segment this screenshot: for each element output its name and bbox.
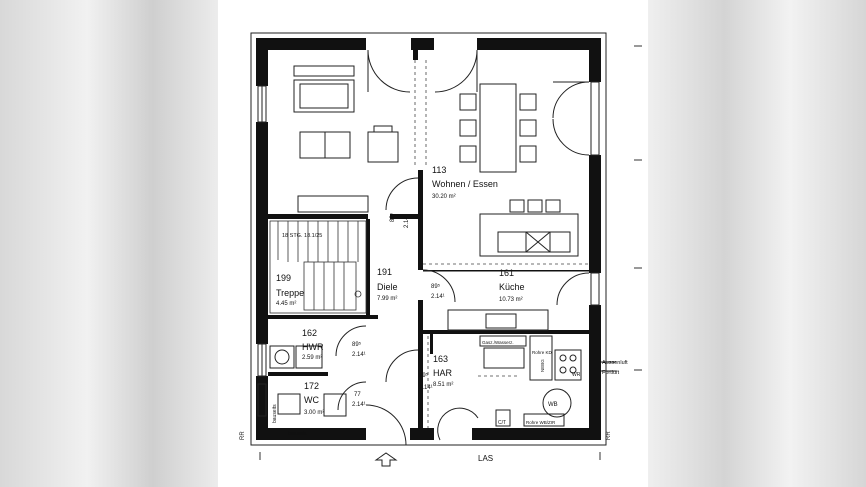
entrance-arrow xyxy=(374,452,398,467)
stairs xyxy=(269,220,367,314)
room-name-wohnen: Wohnen / Essen xyxy=(432,179,498,189)
label-gas-wasser: Gasz./Wasserz. xyxy=(482,340,514,345)
door-swings xyxy=(335,49,590,446)
room-number-diele: 191 xyxy=(377,267,392,277)
kitchen-counter xyxy=(447,199,579,331)
outer-frame xyxy=(250,32,607,446)
room-number-wohnen: 113 xyxy=(432,165,446,175)
room-name-har: HAR xyxy=(433,368,453,378)
door-mark-hwr-b: 2.14¹ xyxy=(352,352,366,358)
fixtures-har xyxy=(479,335,616,427)
room-number-hwr: 162 xyxy=(302,328,317,338)
furniture-living xyxy=(293,65,399,213)
door-mark-hwr-a: 89⁵ xyxy=(352,341,362,348)
door-mark-wc-a: 77 xyxy=(354,392,361,398)
room-area-diele: 7.99 m² xyxy=(377,296,397,302)
exterior-walls xyxy=(256,38,601,440)
door-mark-har-b: 2.14¹ xyxy=(419,385,433,391)
room-name-treppe: Treppe xyxy=(276,288,304,298)
label-nebg: NEBG xyxy=(540,359,545,372)
label-bauseits-horizontal: bauseits xyxy=(288,431,307,437)
furniture-dining xyxy=(459,83,537,173)
door-mark-wc-b: 2.14¹ xyxy=(352,402,366,408)
room-name-hwr: HWR xyxy=(302,342,324,352)
fixtures-hwr-wc xyxy=(269,345,347,417)
drawing-sheet xyxy=(218,0,648,487)
door-mark-har-a: 89⁵ xyxy=(419,372,429,379)
door-mark-diele-a: 89⁵ xyxy=(431,283,441,290)
dashed-openings xyxy=(414,60,589,428)
room-area-wohnen: 30.20 m² xyxy=(432,194,456,200)
label-wr: WR xyxy=(572,372,581,378)
label-rohre-wbr: Rohre WB/ZIR xyxy=(526,420,556,425)
edge-mark-left: RR xyxy=(240,431,246,440)
edge-ticks xyxy=(259,45,642,460)
label-wb: WB xyxy=(548,402,558,408)
room-area-hwr: 2.59 m² xyxy=(302,355,322,361)
label-ct: C/T xyxy=(498,420,506,426)
windows xyxy=(257,81,600,417)
room-area-kueche: 10.73 m² xyxy=(499,297,523,303)
stair-note: 18 STG. 18.1/25 xyxy=(282,233,322,239)
label-bauseits-vertical: bauseits xyxy=(272,404,278,423)
label-rohre-kd: Rohre KD xyxy=(532,350,553,355)
room-area-har: 8.51 m² xyxy=(433,382,453,388)
room-number-wc: 172 xyxy=(304,381,319,391)
blurred-background-right xyxy=(648,0,866,487)
interior-walls xyxy=(268,48,589,436)
room-area-treppe: 4.45 m² xyxy=(276,301,296,307)
room-number-kueche: 161 xyxy=(499,268,514,278)
room-number-har: 163 xyxy=(433,354,448,364)
blurred-background-left xyxy=(0,0,218,487)
entrance-label: LAS xyxy=(478,454,493,463)
room-area-wc: 3.00 m² xyxy=(304,410,324,416)
room-name-wc: WC xyxy=(304,395,319,405)
door-mark-wohnen-b: 2.14 xyxy=(404,216,410,228)
room-name-diele: Diele xyxy=(377,282,398,292)
door-mark-diele-b: 2.14¹ xyxy=(431,294,445,300)
room-name-kueche: Küche xyxy=(499,282,525,292)
label-fortluft: Fortluft xyxy=(602,370,620,376)
floor-plan: 113 Wohnen / Essen 30.20 m² 161 Küche 10… xyxy=(240,32,642,467)
room-number-treppe: 199 xyxy=(276,273,291,283)
edge-mark-right: RR xyxy=(606,431,612,440)
door-mark-wohnen-a: 89⁵ xyxy=(389,212,396,222)
label-aussenluft: Aussenluft xyxy=(602,360,628,366)
